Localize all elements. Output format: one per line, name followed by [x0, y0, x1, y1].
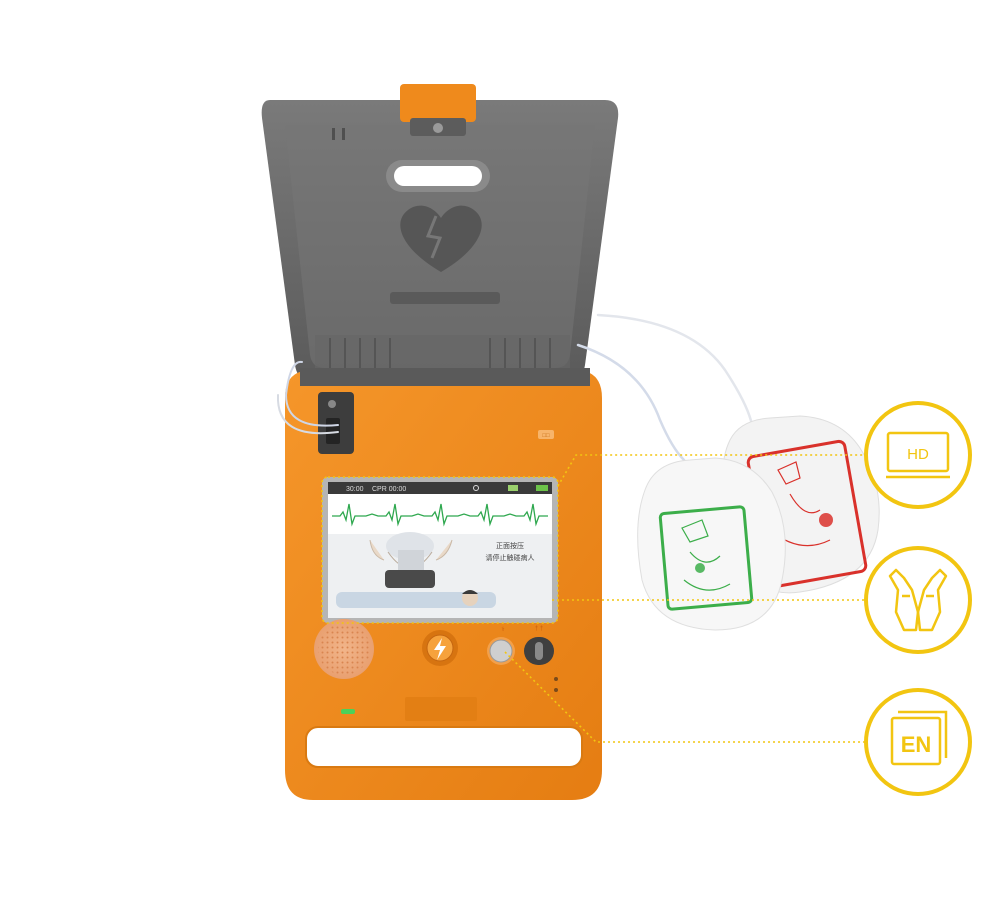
feature-badge-pads	[864, 546, 972, 654]
person-icons: † †	[535, 626, 543, 632]
electrode-pad-green	[637, 457, 786, 631]
en-label: EN	[901, 732, 932, 757]
cpr-illustration	[336, 532, 496, 608]
shock-button[interactable]	[422, 630, 458, 666]
mode-button[interactable]	[487, 637, 515, 665]
lightning-bolt-icon	[434, 638, 446, 660]
screen-prompt-line2: 请停止触碰病人	[486, 553, 535, 562]
screen-prompt-line1: 正面按压	[496, 541, 524, 550]
status-led	[341, 709, 355, 714]
callout-lines	[504, 454, 866, 743]
control-panel: ⚕ † †	[305, 619, 583, 768]
power-level-icon	[536, 485, 548, 491]
status-cpr-timer: CPR 00:00	[372, 486, 406, 493]
status-time: 30:00	[346, 486, 364, 493]
screen-status-bar	[328, 482, 552, 494]
screen-highlight-outline	[321, 476, 559, 624]
lid	[261, 84, 619, 385]
glove-hands-icon	[888, 568, 948, 632]
lid-latch[interactable]	[400, 84, 476, 122]
power-switch[interactable]	[524, 637, 554, 665]
display-screen: 30:00 CPR 00:00 正面按压 请停止触碰病人	[322, 477, 558, 623]
monitor-icon	[886, 431, 950, 473]
carry-handle[interactable]	[305, 726, 583, 768]
signal-icon	[508, 485, 518, 491]
language-en-icon	[890, 710, 948, 766]
ecg-waveform	[332, 503, 548, 527]
feature-badge-language: EN	[864, 688, 972, 796]
feature-badge-hd: HD	[864, 401, 972, 509]
child-mode-icon: ⚕	[501, 626, 504, 633]
battery-icon	[473, 485, 479, 491]
hd-label: HD	[907, 446, 929, 463]
battery-slot	[405, 697, 477, 721]
device-label-chip: □□	[542, 433, 550, 439]
electrode-cables	[276, 313, 754, 462]
